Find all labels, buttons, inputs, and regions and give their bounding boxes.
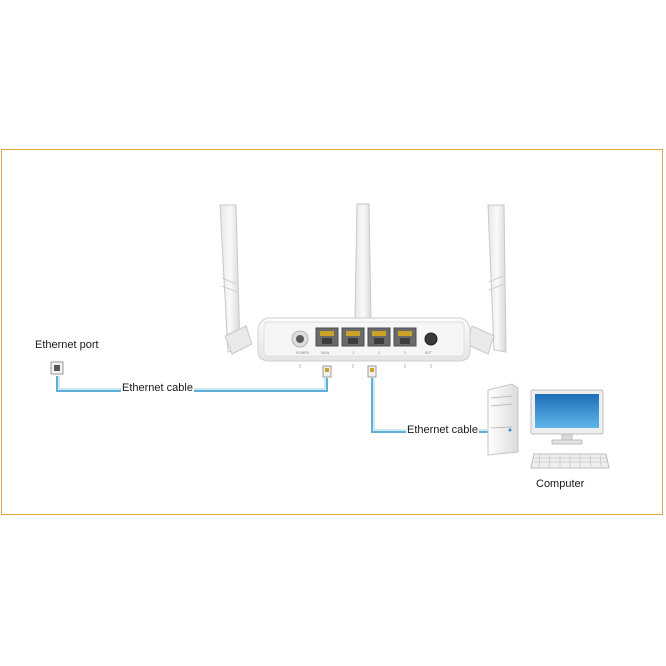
cable-plug-wan <box>322 365 332 378</box>
computer-keyboard <box>530 453 610 469</box>
port-caption-lan1: 1 <box>352 351 354 355</box>
computer-tower <box>487 383 519 456</box>
ethernet-cable-lan-label: Ethernet cable <box>406 424 479 436</box>
router-antenna-right <box>465 204 507 355</box>
router: POWER WAN 1 2 3 RST <box>219 203 507 368</box>
wall-ethernet-port <box>50 361 64 375</box>
router-wan-port <box>315 327 339 347</box>
computer-monitor <box>530 389 604 445</box>
port-caption-lan2: 2 <box>378 351 380 355</box>
router-tick-marks <box>299 364 432 368</box>
cable-plug-lan <box>367 365 377 378</box>
port-caption-reset: RST <box>425 351 433 355</box>
router-reset-button <box>424 332 438 346</box>
router-lan-port-1 <box>341 327 365 347</box>
port-caption-wan: WAN <box>321 351 330 355</box>
computer <box>487 383 610 469</box>
computer-label: Computer <box>535 478 586 490</box>
router-antenna-center <box>354 203 372 319</box>
diagram-frame <box>1 149 663 515</box>
router-lan-port-3 <box>393 327 417 347</box>
port-caption-lan3: 3 <box>404 351 406 355</box>
port-caption-power: POWER <box>296 351 310 355</box>
router-port-captions: POWER WAN 1 2 3 RST <box>296 351 433 355</box>
router-antenna-left <box>219 204 253 355</box>
router-power-port <box>291 330 309 348</box>
ethernet-port-label: Ethernet port <box>34 339 100 351</box>
ethernet-cable-wan-label: Ethernet cable <box>121 382 194 394</box>
router-lan-port-2 <box>367 327 391 347</box>
